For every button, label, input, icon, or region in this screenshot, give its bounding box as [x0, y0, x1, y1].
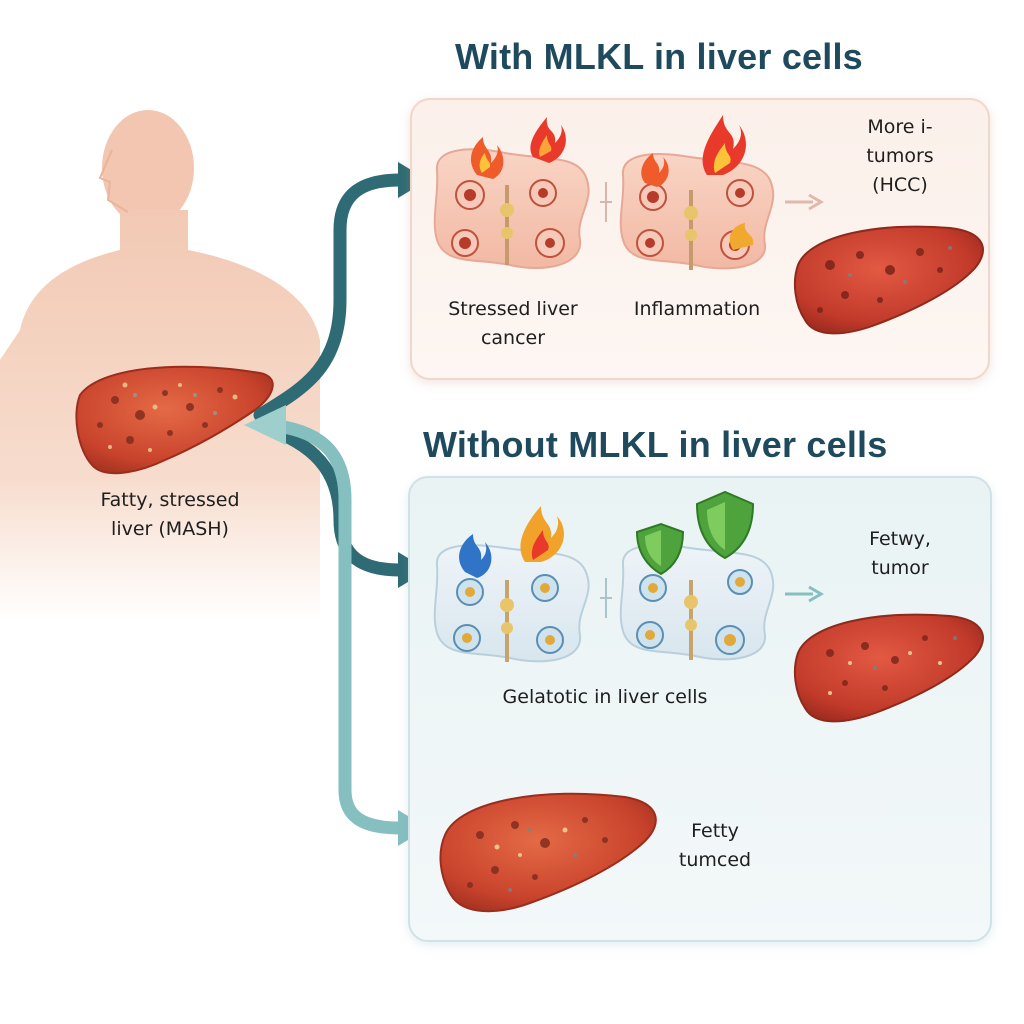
person-liver: [75, 365, 274, 475]
with-outcome-label: More i- tumors (HCC): [820, 113, 980, 200]
person-liver-label: Fatty, stressed liver (MASH): [70, 486, 270, 544]
arrow-right-icon: [785, 193, 824, 211]
stressed-cells-cluster: [433, 117, 590, 269]
heading-with-mlkl: With MLKL in liver cells: [455, 36, 863, 77]
person-liver-label-line2: liver (MASH): [111, 518, 229, 540]
lower-liver: [439, 792, 657, 913]
blue-flame-icon: [459, 534, 492, 578]
flame-icon: [470, 137, 504, 179]
inflamed-cells-cluster: [619, 115, 775, 270]
with-outcome-line1: More i-: [867, 116, 933, 138]
flame-icon: [530, 117, 566, 163]
person-liver-label-line1: Fatty, stressed: [100, 489, 240, 511]
stressed-cells-label: Stressed liver cancer: [428, 295, 598, 353]
plus-icon: [600, 578, 612, 618]
tumor-liver: [793, 225, 984, 335]
arrowhead-to-liver: [244, 405, 286, 445]
lower-outcome-line1: Fetty: [691, 820, 739, 842]
with-outcome-line2: tumors: [866, 145, 934, 167]
without-outcome-label: Fetwy, tumor: [830, 525, 970, 583]
shielded-cells-cluster: [619, 490, 775, 661]
plus-icon: [600, 182, 612, 222]
stressed-cells-label-line1: Stressed liver: [448, 298, 578, 320]
stressed-cells-label-line2: cancer: [480, 327, 546, 349]
arrow-to-with-panel: [253, 173, 407, 422]
arrow-to-lower-liver: [255, 417, 407, 835]
without-outcome-line2: tumor: [871, 557, 929, 579]
inflammation-label: Inflammation: [633, 298, 761, 320]
lower-outcome-label: Fetty tumced: [650, 817, 780, 875]
flame-icon: [641, 153, 669, 187]
without-cells-label: Gelatotic in liver cells: [502, 686, 708, 708]
arrow-right-icon: [785, 585, 824, 603]
without-outcome-line1: Fetwy,: [869, 528, 931, 550]
fatty-liver: [793, 613, 984, 723]
lower-outcome-line2: tumced: [678, 849, 752, 871]
with-outcome-line3: (HCC): [872, 174, 928, 196]
protected-cells-cluster: [433, 506, 590, 663]
heading-without-mlkl: Without MLKL in liver cells: [423, 424, 888, 465]
